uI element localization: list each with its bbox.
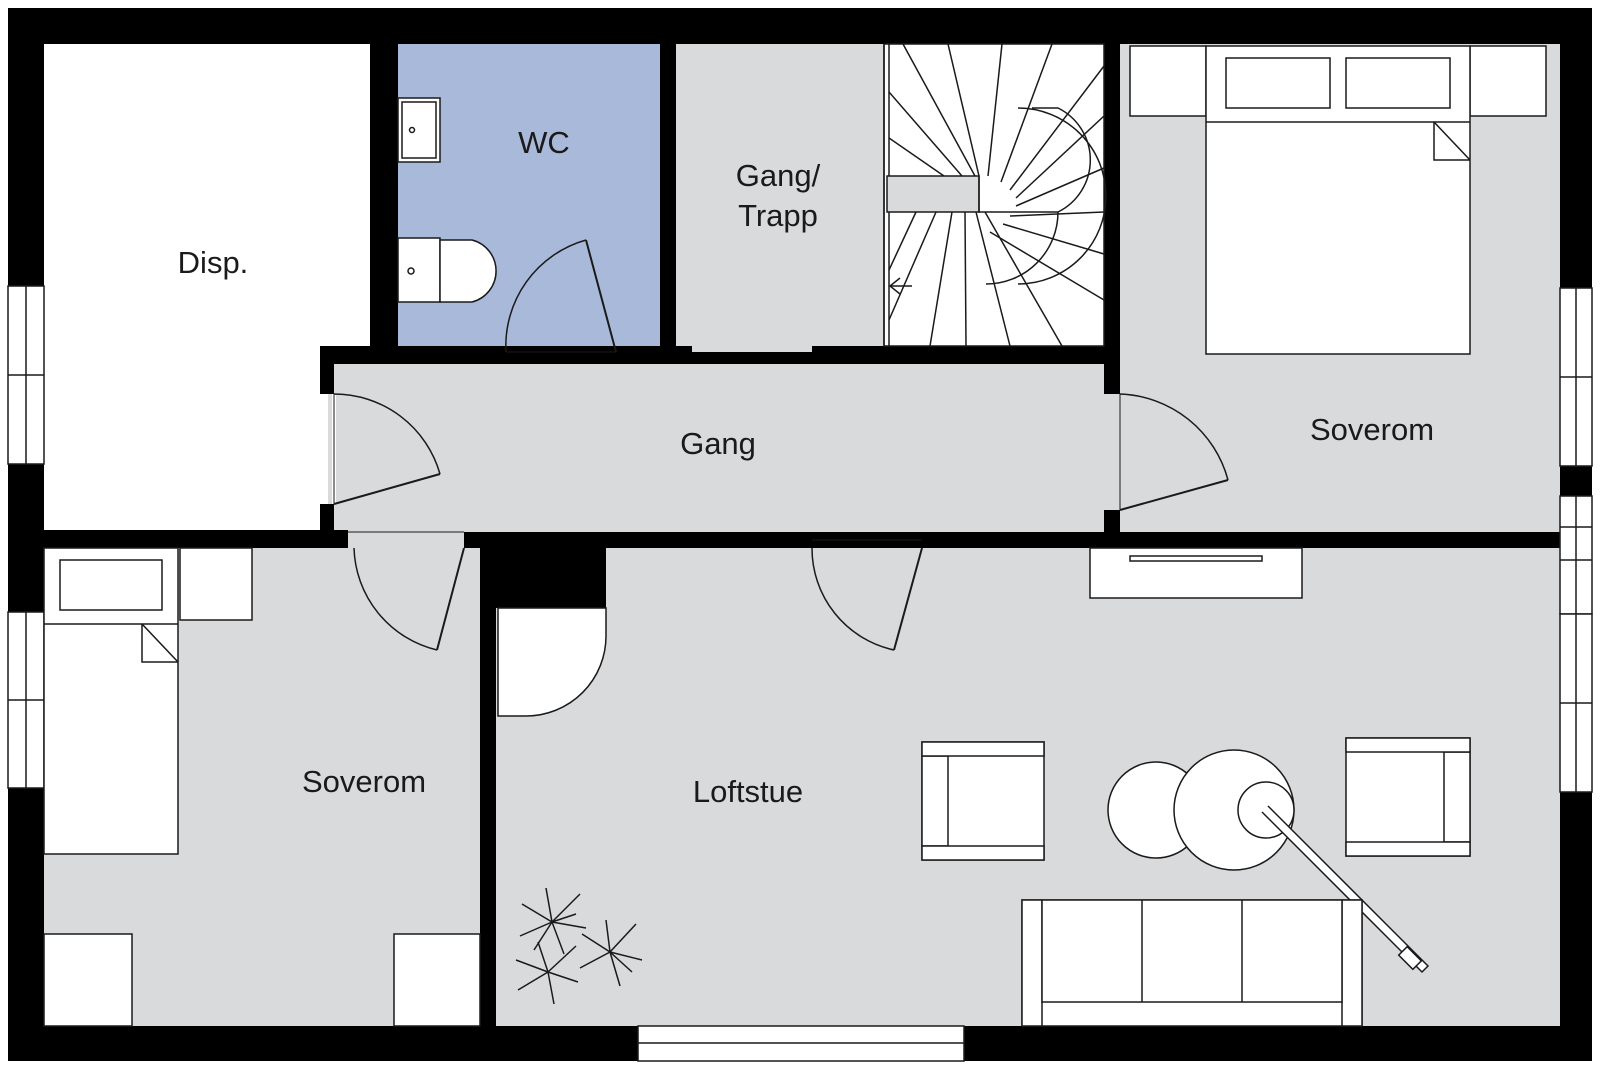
room-label-gang-trapp: Gang/ xyxy=(736,158,821,193)
room-label-wc: WC xyxy=(518,125,570,160)
room-label-soverom-left: Soverom xyxy=(302,764,426,799)
window-icon xyxy=(7,285,45,465)
cabinet-icon xyxy=(43,933,133,1027)
cabinet-icon xyxy=(393,933,481,1027)
tv-bench-icon xyxy=(1089,547,1303,599)
room-label-gang: Gang xyxy=(680,426,756,461)
floor-lamp-icon xyxy=(1237,781,1430,974)
nightstand-icon xyxy=(179,547,253,621)
gang-floor xyxy=(328,364,1128,532)
wardrobe-icon xyxy=(497,607,607,717)
plant-icon xyxy=(515,887,643,1005)
window-icon xyxy=(7,611,45,789)
toilet-icon xyxy=(397,237,497,303)
doors xyxy=(332,239,1229,651)
room-label-disp: Disp. xyxy=(178,245,249,280)
door-swing-icon xyxy=(348,530,465,651)
window-icon xyxy=(637,1025,965,1062)
room-labels: Disp. WC Gang/ Trapp Gang Soverom Sovero… xyxy=(178,125,1434,809)
armchair-icon xyxy=(921,741,1045,861)
windows xyxy=(7,285,1593,1062)
window-icon xyxy=(1559,495,1593,615)
room-label-loftstue: Loftstue xyxy=(693,774,803,809)
door-swing-icon xyxy=(811,539,923,651)
armchair-icon xyxy=(1345,737,1471,857)
disp-floor xyxy=(44,44,370,530)
interior-walls xyxy=(44,44,1560,1026)
door-swing-icon xyxy=(332,393,441,505)
single-bed-icon xyxy=(43,547,179,855)
room-label-gang-trapp-2: Trapp xyxy=(738,198,818,233)
wc-floor xyxy=(398,44,660,352)
nightstand-icon xyxy=(1469,45,1547,117)
window-icon xyxy=(1559,613,1593,793)
window-icon xyxy=(1559,287,1593,467)
double-bed-icon xyxy=(1205,45,1471,355)
sofa-icon xyxy=(1021,899,1363,1027)
nightstand-icon xyxy=(1129,45,1207,117)
room-label-soverom-right: Soverom xyxy=(1310,412,1434,447)
staircase-icon xyxy=(883,43,1107,347)
door-swing-icon xyxy=(1119,393,1229,511)
door-swing-icon xyxy=(505,239,617,353)
sink-icon xyxy=(397,97,441,163)
